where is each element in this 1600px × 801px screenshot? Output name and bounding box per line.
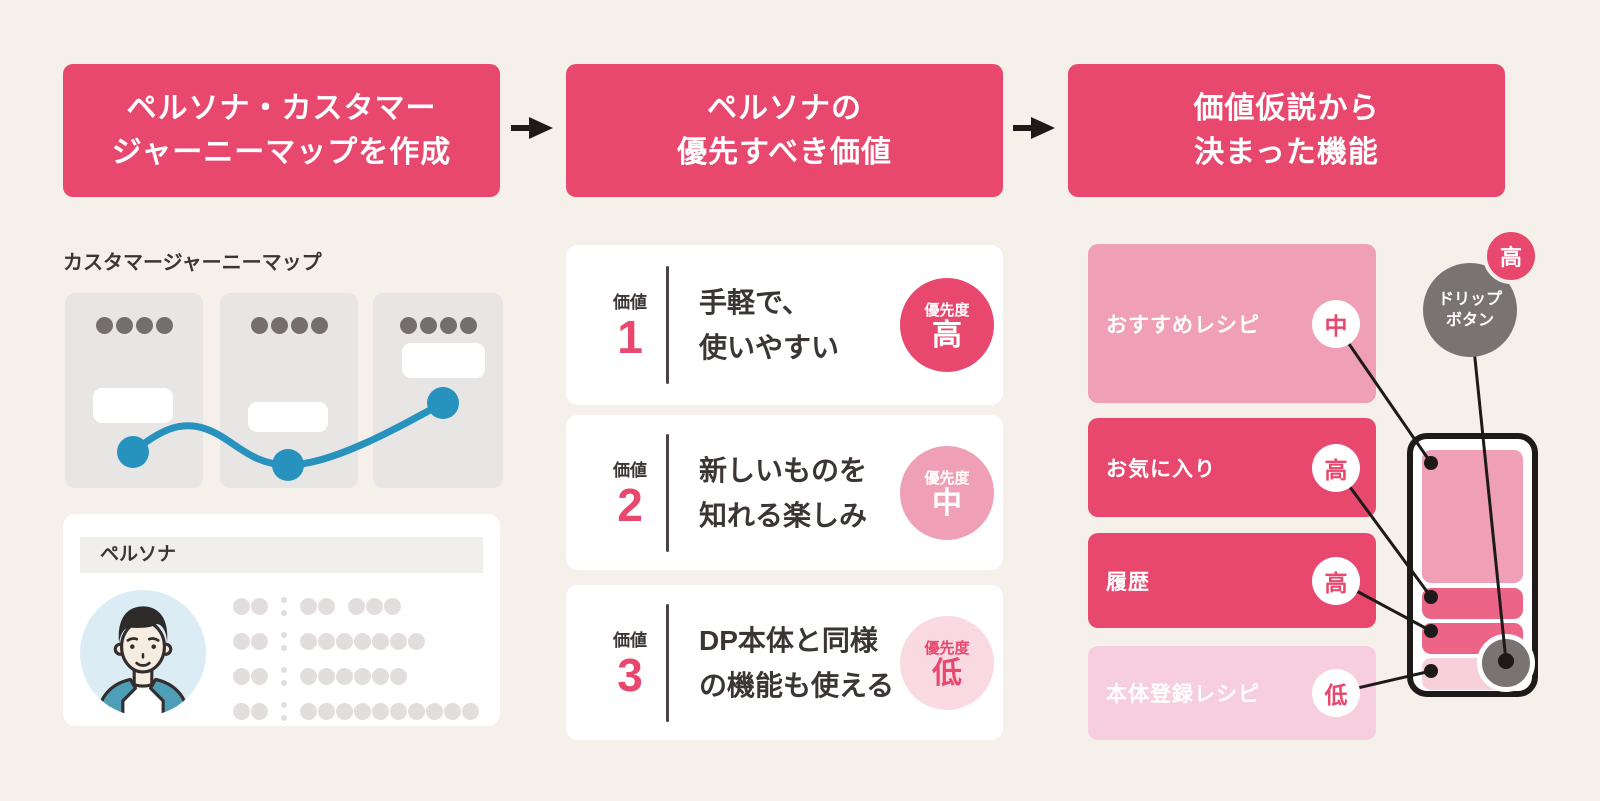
journey-card-2 xyxy=(220,293,358,488)
step-title-1: ペルソナ・カスタマー ジャーニーマップを作成 xyxy=(63,64,500,197)
priority-badge-mid: 優先度 中 xyxy=(900,445,994,540)
value-number: 3 xyxy=(617,648,643,701)
journey-dot xyxy=(290,317,308,334)
callout-line1: ドリップ xyxy=(1437,291,1502,308)
value-label: 価値 xyxy=(613,293,647,313)
priority-label: 優先度 xyxy=(924,469,970,487)
persona-placeholder-row xyxy=(233,667,479,686)
journey-card-1 xyxy=(65,293,203,488)
feature-card-favorites: お気に入り 高 xyxy=(1088,418,1376,517)
persona-placeholder-rows xyxy=(233,597,479,721)
value-text-line1: 新しいものを xyxy=(699,454,868,486)
value-text-line2: 知れる楽しみ xyxy=(699,499,868,531)
step-title-3-line2: 決まった機能 xyxy=(1194,135,1379,169)
value-text-line1: DP本体と同様 xyxy=(699,624,878,656)
value-text: 手軽で、 使いやすい xyxy=(699,280,839,370)
drip-button-on-phone xyxy=(1477,634,1535,692)
journey-dot xyxy=(399,317,417,334)
journey-dot xyxy=(250,317,268,334)
persona-placeholder-row xyxy=(233,597,479,616)
feature-label: 本体登録レシピ xyxy=(1106,683,1260,706)
value-card-1: 価値 1 手軽で、 使いやすい 優先度 高 xyxy=(566,245,1003,405)
feature-label: 履歴 xyxy=(1106,570,1150,594)
priority-value: 中 xyxy=(932,486,962,520)
feature-priority-badge: 高 xyxy=(1312,443,1360,492)
journey-dot xyxy=(95,317,113,334)
value-card-2: 価値 2 新しいものを 知れる楽しみ 優先度 中 xyxy=(566,415,1003,570)
callout-line2: ボタン xyxy=(1445,312,1494,329)
step-title-3: 価値仮説から 決まった機能 xyxy=(1068,64,1505,197)
phone-screen-bar-1 xyxy=(1422,588,1523,619)
journey-dot xyxy=(439,317,457,334)
persona-placeholder-row xyxy=(233,632,479,651)
persona-card-header: ペルソナ xyxy=(80,537,483,573)
value-card-3: 価値 3 DP本体と同様 の機能も使える 優先度 低 xyxy=(566,585,1003,740)
journey-dot xyxy=(115,317,133,334)
journey-card-dots xyxy=(220,293,358,334)
journey-card-placeholder xyxy=(402,343,485,378)
journey-dot xyxy=(310,317,328,334)
feature-priority-badge: 高 xyxy=(1312,556,1360,605)
divider xyxy=(666,603,669,722)
divider xyxy=(666,433,669,552)
persona-placeholder-row xyxy=(233,702,479,721)
journey-dot xyxy=(135,317,153,334)
priority-value: 低 xyxy=(932,656,962,690)
arrow-right-icon xyxy=(1013,117,1055,139)
journey-dot xyxy=(419,317,437,334)
feature-label: お気に入り xyxy=(1106,457,1216,481)
journey-dot xyxy=(270,317,288,334)
journey-map-label: カスタマージャーニーマップ xyxy=(63,252,322,274)
persona-avatar xyxy=(80,590,206,716)
journey-card-placeholder xyxy=(93,388,173,423)
priority-label: 優先度 xyxy=(924,639,970,657)
step-title-3-line1: 価値仮説から xyxy=(1193,91,1380,125)
value-text: 新しいものを 知れる楽しみ xyxy=(699,448,867,538)
persona-card: ペルソナ xyxy=(63,514,500,726)
feature-card-recommended-recipes: おすすめレシピ 中 xyxy=(1088,244,1376,403)
value-number-block: 価値 2 xyxy=(594,456,666,529)
value-text-line2: の機能も使える xyxy=(699,669,895,701)
step-title-2-line2: 優先すべき価値 xyxy=(677,135,892,169)
divider xyxy=(666,266,669,384)
step-title-2-line1: ペルソナの xyxy=(707,91,862,125)
priority-badge-low: 優先度 低 xyxy=(900,615,994,710)
value-number-block: 価値 3 xyxy=(594,626,666,699)
step-title-1-line1: ペルソナ・カスタマー xyxy=(126,91,437,125)
phone-screen-main-block xyxy=(1422,450,1523,583)
value-number-block: 価値 1 xyxy=(594,288,666,361)
value-number: 2 xyxy=(617,478,643,531)
callout-priority-badge: 高 xyxy=(1483,228,1539,284)
priority-label: 優先度 xyxy=(924,302,970,319)
journey-card-placeholder xyxy=(248,402,328,432)
value-number: 1 xyxy=(617,311,643,364)
journey-card-dots xyxy=(65,293,203,334)
value-text: DP本体と同様 の機能も使える xyxy=(699,618,894,708)
value-text-line2: 使いやすい xyxy=(699,332,840,363)
feature-priority-badge: 中 xyxy=(1312,299,1360,348)
feature-label: おすすめレシピ xyxy=(1106,313,1260,337)
priority-value: 高 xyxy=(932,319,962,352)
feature-card-device-recipes: 本体登録レシピ 低 xyxy=(1088,646,1376,740)
journey-dot xyxy=(155,317,173,334)
value-text-line1: 手軽で、 xyxy=(699,287,810,318)
arrow-right-icon xyxy=(511,117,553,139)
value-label: 価値 xyxy=(613,630,647,650)
journey-dot xyxy=(459,317,477,334)
value-label: 価値 xyxy=(613,460,647,480)
step-title-2: ペルソナの 優先すべき価値 xyxy=(566,64,1003,197)
journey-card-3 xyxy=(373,293,503,488)
priority-badge-high: 優先度 高 xyxy=(900,278,994,372)
journey-card-dots xyxy=(373,293,503,334)
step-title-1-line2: ジャーニーマップを作成 xyxy=(111,135,452,169)
feature-priority-badge: 低 xyxy=(1312,669,1360,717)
feature-card-history: 履歴 高 xyxy=(1088,533,1376,628)
